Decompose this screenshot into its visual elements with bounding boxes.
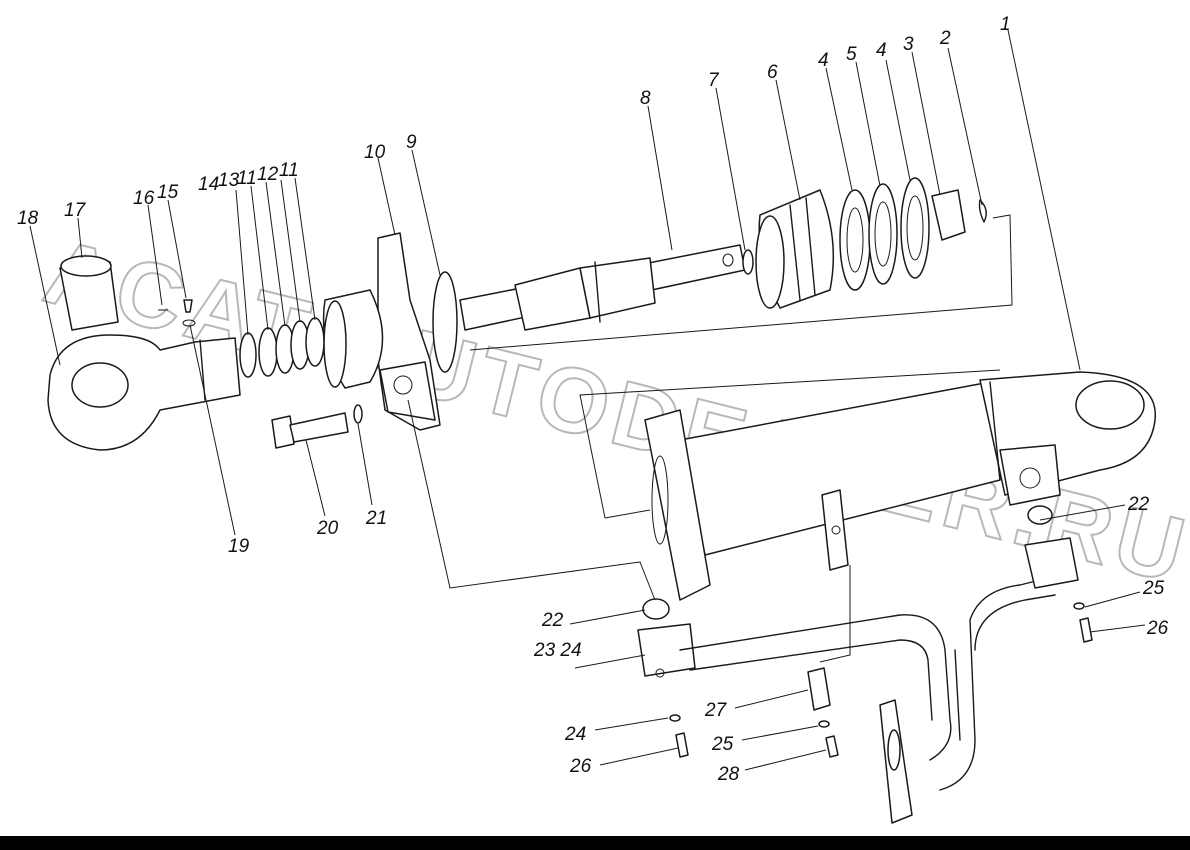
- callout-17: 17: [64, 200, 87, 221]
- piston-rod: [459, 244, 746, 331]
- callout-11: 11: [237, 168, 257, 189]
- part-27-clamp-lower: [807, 667, 831, 711]
- callout-22-right: 22: [1127, 494, 1150, 515]
- part-4-ring-b: [900, 177, 930, 279]
- part-7-oring: [742, 249, 754, 275]
- part-5-ring: [868, 183, 898, 285]
- part-3-nut: [931, 189, 966, 241]
- part-27-clamp-upper: [821, 489, 849, 571]
- callout-16: 16: [133, 188, 155, 209]
- callout-14: 14: [198, 174, 219, 195]
- callout-25-right: 25: [1142, 578, 1165, 599]
- callout-20: 20: [316, 518, 339, 539]
- pipe-assembly: [637, 537, 1079, 824]
- part-14-seal: [239, 332, 257, 378]
- callout-26-right: 26: [1146, 618, 1169, 639]
- part-6-piston: [755, 189, 835, 309]
- part-20-bolt: [271, 412, 349, 449]
- callout-7: 7: [708, 70, 720, 91]
- part-13-seal: [258, 327, 278, 377]
- callout-21: 21: [365, 508, 387, 529]
- part-9-seal: [432, 271, 458, 373]
- part-24-washer: [669, 714, 681, 722]
- part-22-oring-a: [642, 598, 670, 620]
- callout-24: 24: [564, 724, 586, 745]
- callout-22-left: 22: [541, 610, 564, 631]
- callout-19: 19: [228, 536, 250, 557]
- callout-27: 27: [704, 700, 728, 721]
- callout-25-lower: 25: [711, 734, 734, 755]
- part-28-bolt: [825, 735, 839, 758]
- part-25-washer-b: [818, 720, 830, 728]
- part-11b-seal: [305, 317, 325, 367]
- callout-2: 2: [939, 28, 951, 49]
- part-26-bolt-b: [1079, 617, 1093, 643]
- callout-6: 6: [767, 62, 778, 83]
- cylinder-flange: [644, 409, 711, 601]
- callout-5: 5: [846, 44, 857, 65]
- part-26-bolt-a: [675, 732, 689, 758]
- part-22-oring-b: [1027, 505, 1053, 525]
- bottom-border: [0, 836, 1190, 850]
- callout-1: 1: [1000, 14, 1011, 35]
- callout-23-24: 23 24: [533, 640, 582, 661]
- part-17-bushing: [59, 255, 119, 331]
- callout-9: 9: [406, 132, 417, 153]
- callout-12: 12: [257, 164, 279, 185]
- callout-8: 8: [640, 88, 651, 109]
- part-15-nipple: [183, 299, 193, 313]
- callout-28: 28: [717, 764, 740, 785]
- callout-18: 18: [17, 208, 39, 229]
- leader-frame: [579, 369, 1001, 519]
- callout-4: 4: [818, 50, 829, 71]
- part-18-rod-eye: [47, 334, 241, 451]
- callout-26-lower: 26: [569, 756, 592, 777]
- part-19-washer: [182, 319, 196, 327]
- callout-13: 13: [218, 170, 240, 191]
- callout-4b: 4: [876, 40, 887, 61]
- part-25-washer-a: [1073, 602, 1085, 610]
- callout-10: 10: [364, 142, 386, 163]
- part-10-guide: [322, 232, 441, 431]
- callout-11b: 11: [279, 160, 299, 181]
- callout-labels: 1 2 3 4 5 4 6 7 8 9 10 11 12 11 13 14 15…: [17, 14, 1169, 785]
- part-2-pin: [978, 199, 987, 223]
- part-4-ring: [839, 189, 871, 291]
- callout-15: 15: [157, 182, 179, 203]
- part-21-washer: [353, 404, 363, 424]
- callout-3: 3: [903, 34, 914, 55]
- leader-rod-frame: [469, 214, 1013, 351]
- leader-lines: [29, 29, 1146, 771]
